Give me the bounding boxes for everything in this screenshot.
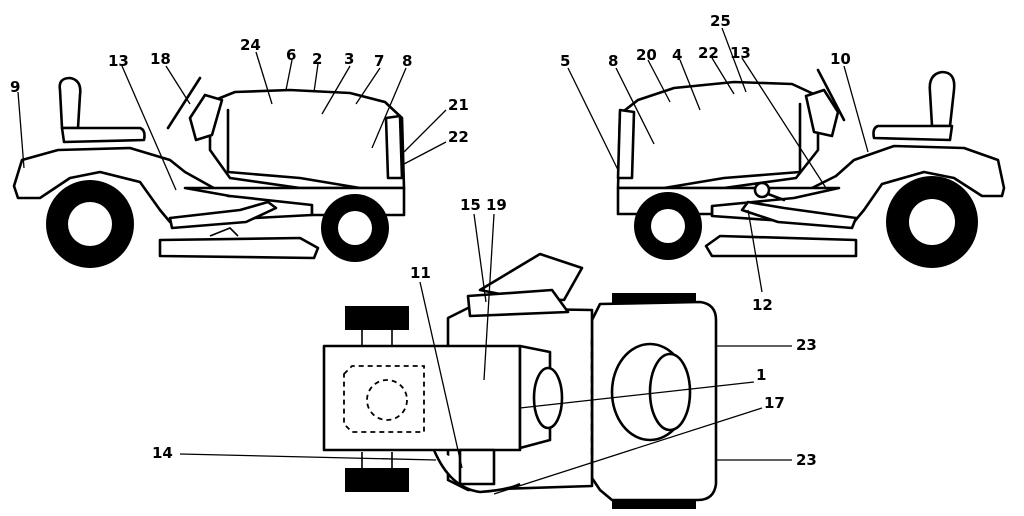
leader-lines: [17, 27, 869, 495]
rear-hub-left: [68, 202, 112, 246]
tractor-top-view: [322, 252, 718, 509]
steering-column: [188, 93, 224, 142]
hood-crease: [226, 108, 362, 190]
callout-label: 7: [374, 52, 384, 70]
callout-label: 25: [710, 12, 731, 30]
callout-labels: 9 13 18 24 6 2 3 7 8 21 22 5 8 20 4 22 2…: [10, 12, 851, 469]
grille-panel: [384, 114, 404, 180]
rear-fender-body: [710, 144, 1006, 224]
battery-top: [458, 448, 496, 486]
rear-hub-right: [909, 199, 955, 245]
seat-cushion: [872, 124, 954, 142]
callout-label: 10: [830, 50, 851, 68]
air-filter-outline: [366, 379, 408, 421]
callout-label: 22: [698, 44, 719, 62]
callout-label: 15: [460, 196, 481, 214]
callout-label: 19: [486, 196, 507, 214]
tractor-right-side-view: [616, 68, 1006, 268]
deck-housing: [466, 288, 570, 318]
steering-wheel: [166, 76, 202, 130]
callout-label: 1: [756, 366, 766, 384]
callout-label: 24: [240, 36, 261, 54]
rear-fender-body: [12, 146, 314, 224]
front-hub-left: [338, 211, 372, 245]
deck-chute-left: [209, 227, 239, 237]
dash-panel-top: [532, 366, 564, 430]
mower-deck-right: [704, 234, 858, 258]
callout-label: 22: [448, 128, 469, 146]
footrest: [168, 200, 278, 230]
callout-label: 8: [608, 52, 618, 70]
callout-label: 3: [344, 50, 354, 68]
front-hub-right: [651, 209, 685, 243]
callout-label: 14: [152, 444, 173, 462]
seat-back: [58, 76, 82, 130]
mower-deck-left: [158, 236, 320, 260]
callout-label: 13: [108, 52, 129, 70]
callout-label: 20: [636, 46, 657, 64]
callout-label: 9: [10, 78, 20, 96]
lift-knob: [753, 181, 771, 199]
hood: [208, 88, 406, 190]
callout-label: 8: [402, 52, 412, 70]
callout-label: 18: [150, 50, 171, 68]
callout-label: 23: [796, 451, 817, 469]
callout-label: 11: [410, 264, 431, 282]
grille-panel: [616, 108, 636, 180]
steering-wheel: [816, 68, 846, 122]
footrest: [740, 200, 858, 230]
engine-outline: [343, 365, 425, 433]
callout-label: 13: [730, 44, 751, 62]
hood-top: [322, 344, 522, 452]
tractor-left-side-view: [12, 76, 406, 268]
hood-crease: [662, 102, 802, 190]
callout-label: 6: [286, 46, 296, 64]
callout-label: 17: [764, 394, 785, 412]
steering-column: [804, 88, 840, 138]
seat-back: [928, 70, 956, 128]
front-tire-top-upper: [345, 306, 409, 330]
callout-label: 23: [796, 336, 817, 354]
callout-label: 4: [672, 46, 682, 64]
seat-back-top: [648, 352, 692, 432]
callout-label: 21: [448, 96, 469, 114]
callout-label: 12: [752, 296, 773, 314]
seat-cushion: [60, 126, 146, 144]
front-tire-top-lower: [345, 468, 409, 492]
callout-label: 2: [312, 50, 322, 68]
callout-label: 5: [560, 52, 570, 70]
